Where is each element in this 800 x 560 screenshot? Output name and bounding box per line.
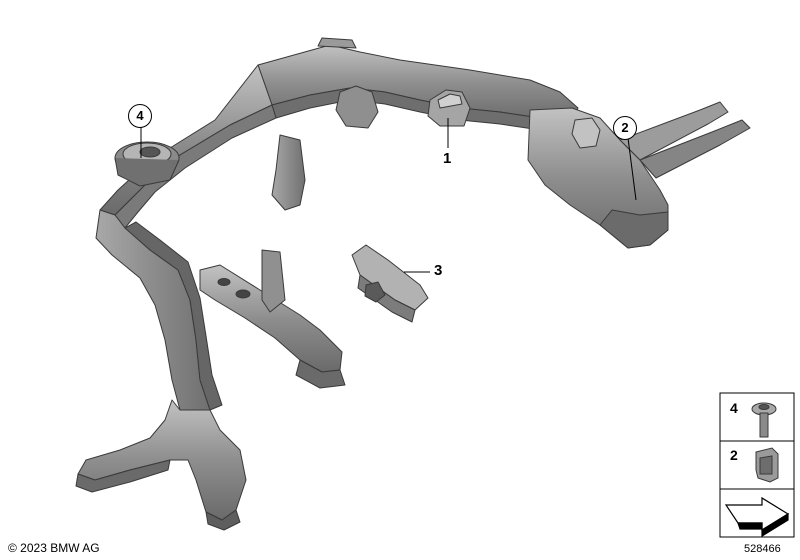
spring-clip-icon — [755, 447, 779, 483]
clip-part — [351, 244, 429, 323]
legend-box-screw — [719, 392, 795, 442]
diagram-number: 528466 — [744, 543, 781, 555]
callout-part-3: 3 — [434, 262, 443, 279]
callout-part-2: 2 — [613, 116, 637, 140]
copyright-text: © 2023 BMW AG — [8, 541, 100, 555]
main-bracket-part — [75, 37, 751, 531]
leader-lines — [140, 118, 637, 273]
legend-label-clip: 2 — [730, 447, 738, 463]
callout-part-4: 4 — [128, 104, 152, 128]
navigation-arrow-icon — [724, 496, 790, 538]
callout-part-1: 1 — [443, 150, 452, 167]
legend-label-screw: 4 — [730, 400, 738, 416]
torx-screw-icon — [751, 402, 777, 438]
